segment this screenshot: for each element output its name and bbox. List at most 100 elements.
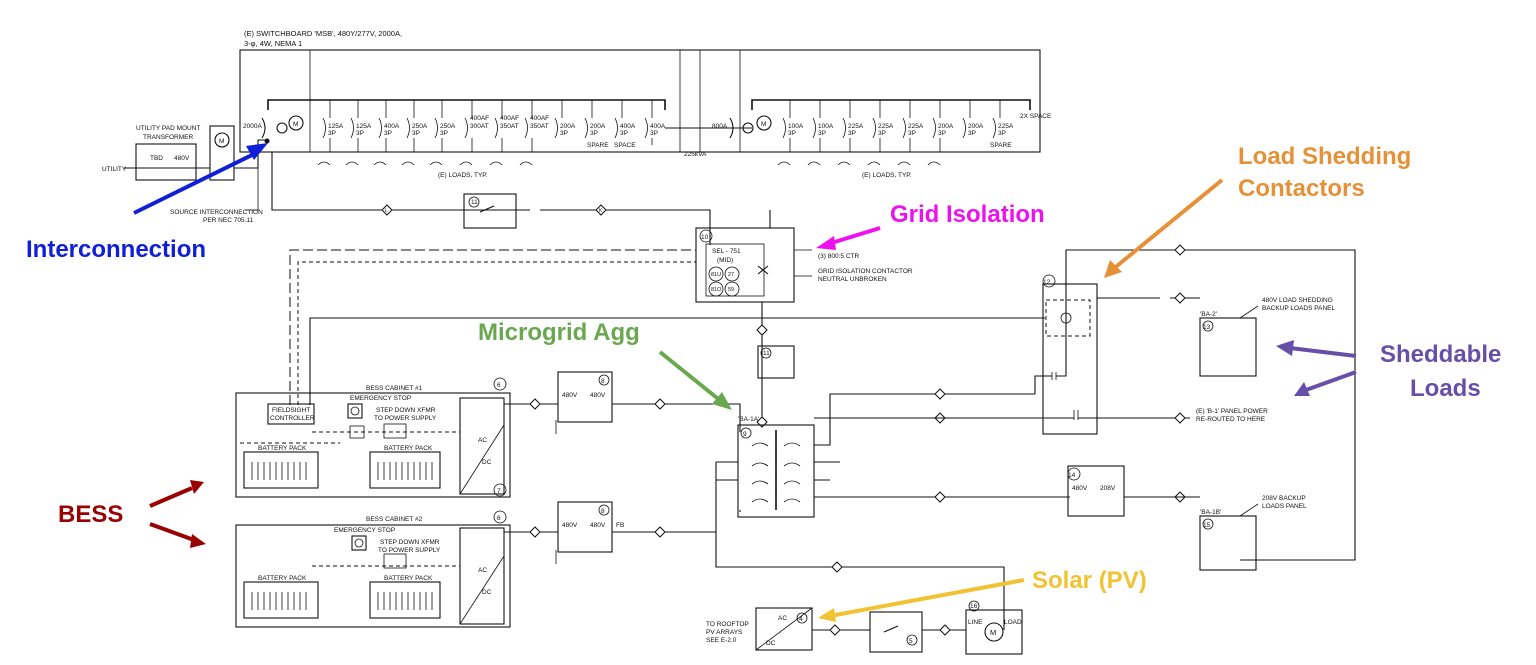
- svg-text:350AT: 350AT: [530, 123, 549, 130]
- svg-text:13: 13: [1203, 324, 1211, 331]
- svg-text:3P: 3P: [590, 130, 598, 137]
- xfmr-14: 14 480V 208V: [1067, 465, 1125, 517]
- svg-text:PV ARRAYS: PV ARRAYS: [706, 629, 743, 636]
- bess-cabinet-1: BESS CABINET #1 FIELDSIGHT CONTROLLER EM…: [235, 377, 511, 498]
- control-line-3: [309, 317, 1045, 405]
- svg-text:200A: 200A: [560, 123, 576, 130]
- utility-label: UTILITY: [102, 166, 127, 173]
- utility-section: UTILITY PAD MOUNT TRANSFORMER TBD 480V U…: [102, 125, 270, 224]
- panel-ba-1b: 'BA-1B' 15 208V BACKUP LOADS PANEL: [1199, 495, 1307, 571]
- loads-right-label: (E) LOADS, TYP.: [862, 172, 912, 179]
- svg-text:9: 9: [743, 431, 747, 438]
- svg-text:3P: 3P: [848, 130, 856, 137]
- svg-text:BATTERY PACK: BATTERY PACK: [258, 445, 307, 452]
- svg-text:DC: DC: [482, 459, 492, 466]
- pv-disconnect: [869, 611, 923, 653]
- emergency-stop-button: [351, 535, 367, 551]
- control-line-2: [297, 261, 696, 405]
- wire-tag: [529, 398, 666, 538]
- svg-text:6: 6: [497, 382, 501, 389]
- switchboard: (E) SWITCHBOARD 'MSB', 480Y/277V, 2000A,…: [239, 29, 1052, 179]
- wire-tag: [829, 624, 951, 636]
- svg-text:BESS CABINET #1: BESS CABINET #1: [366, 385, 423, 392]
- svg-text:225A: 225A: [848, 123, 864, 130]
- loads-left-label: (E) LOADS, TYP.: [438, 172, 488, 179]
- svg-text:200A: 200A: [968, 123, 984, 130]
- svg-text:3P: 3P: [328, 130, 336, 137]
- svg-text:(3) 800:5 CTR: (3) 800:5 CTR: [818, 253, 859, 260]
- svg-text:TO POWER SUPPLY: TO POWER SUPPLY: [374, 415, 437, 422]
- svg-text:AC: AC: [778, 615, 787, 622]
- svg-text:480V: 480V: [590, 522, 606, 529]
- svg-text:'BA-1B': 'BA-1B': [1200, 509, 1221, 516]
- svg-text:5: 5: [909, 638, 913, 645]
- svg-text:16: 16: [970, 603, 978, 610]
- meter-icon: [288, 115, 304, 131]
- svg-text:400A: 400A: [650, 123, 666, 130]
- svg-text:TO ROOFTOP: TO ROOFTOP: [706, 621, 749, 628]
- pv-section: TO ROOFTOP PV ARRAYS SEE E-2.0 AC DC 4 5…: [706, 600, 1023, 655]
- svg-text:FIELDSIGHT: FIELDSIGHT: [272, 407, 310, 414]
- svg-text:3P: 3P: [620, 130, 628, 137]
- svg-text:AC: AC: [478, 567, 487, 574]
- svg-text:Contactors: Contactors: [1238, 175, 1365, 202]
- disconnect-11-mid: [757, 345, 795, 379]
- svg-text:7: 7: [497, 488, 501, 495]
- svg-text:TO POWER SUPPLY: TO POWER SUPPLY: [378, 547, 441, 554]
- svg-text:3P: 3P: [938, 130, 946, 137]
- left-bus: [267, 99, 666, 110]
- emergency-stop-button: [347, 403, 363, 419]
- wire-tag: [831, 388, 946, 573]
- svg-text:TRANSFORMER: TRANSFORMER: [143, 134, 194, 141]
- svg-text:3P: 3P: [788, 130, 796, 137]
- svg-text:SEL - 751: SEL - 751: [712, 248, 741, 255]
- svg-text:6: 6: [497, 515, 501, 522]
- right-bus: [751, 99, 1031, 110]
- svg-text:EMERGENCY STOP: EMERGENCY STOP: [350, 395, 411, 402]
- svg-text:250A: 250A: [412, 123, 428, 130]
- interconnect-point: [264, 138, 270, 144]
- svg-text:EMERGENCY STOP: EMERGENCY STOP: [334, 527, 395, 534]
- b1-note: (E) 'B-1' PANEL POWER: [1196, 408, 1268, 415]
- svg-text:11: 11: [763, 350, 770, 357]
- svg-text:3P: 3P: [908, 130, 916, 137]
- svg-text:208V BACKUP: 208V BACKUP: [1262, 495, 1306, 502]
- wire-tag: K: [595, 204, 607, 216]
- bess-cabinet-2: BESS CABINET #2 EMERGENCY STOP STEP DOWN…: [235, 510, 511, 628]
- svg-text:480V LOAD SHEDDING: 480V LOAD SHEDDING: [1262, 297, 1333, 304]
- svg-text:225A: 225A: [998, 123, 1014, 130]
- svg-text:RE-ROUTED TO HERE: RE-ROUTED TO HERE: [1196, 416, 1266, 423]
- svg-text:125A: 125A: [328, 123, 344, 130]
- svg-text:STEP DOWN XFMR: STEP DOWN XFMR: [380, 539, 440, 546]
- svg-text:NEUTRAL UNBROKEN: NEUTRAL UNBROKEN: [818, 276, 887, 283]
- svg-text:BATTERY PACK: BATTERY PACK: [384, 575, 433, 582]
- svg-text:3P: 3P: [560, 130, 568, 137]
- svg-text:225A: 225A: [908, 123, 924, 130]
- svg-text:3P: 3P: [650, 130, 658, 137]
- meter-icon: [984, 622, 1004, 642]
- svg-text:'BA-2': 'BA-2': [1200, 311, 1217, 318]
- control-line-1: [289, 249, 696, 405]
- meter-icon: [214, 132, 230, 148]
- panel-ba-1a: 'BA-1A' 9: [737, 416, 815, 518]
- svg-text:SPARE: SPARE: [587, 142, 609, 149]
- svg-text:400AF: 400AF: [500, 115, 519, 122]
- svg-text:BATTERY PACK: BATTERY PACK: [258, 575, 307, 582]
- svg-text:CONTROLLER: CONTROLLER: [270, 415, 315, 422]
- svg-text:81O: 81O: [711, 287, 722, 293]
- svg-text:3P: 3P: [412, 130, 420, 137]
- svg-text:8: 8: [601, 378, 605, 385]
- svg-text:M: M: [293, 121, 298, 128]
- svg-text:100A: 100A: [788, 123, 804, 130]
- svg-text:PER NEC 705.11: PER NEC 705.11: [203, 217, 253, 224]
- svg-text:LINE: LINE: [968, 619, 983, 626]
- svg-text:'BA-1A': 'BA-1A': [738, 416, 759, 423]
- switchboard-subtitle: 3-φ, 4W, NEMA 1: [244, 39, 302, 48]
- svg-text:FB: FB: [616, 522, 624, 529]
- contactor-12: 12: [1042, 274, 1098, 435]
- panel-ba-2: 'BA-2' 13 480V LOAD SHEDDING BACKUP LOAD…: [1199, 297, 1335, 377]
- svg-text:M: M: [219, 138, 224, 145]
